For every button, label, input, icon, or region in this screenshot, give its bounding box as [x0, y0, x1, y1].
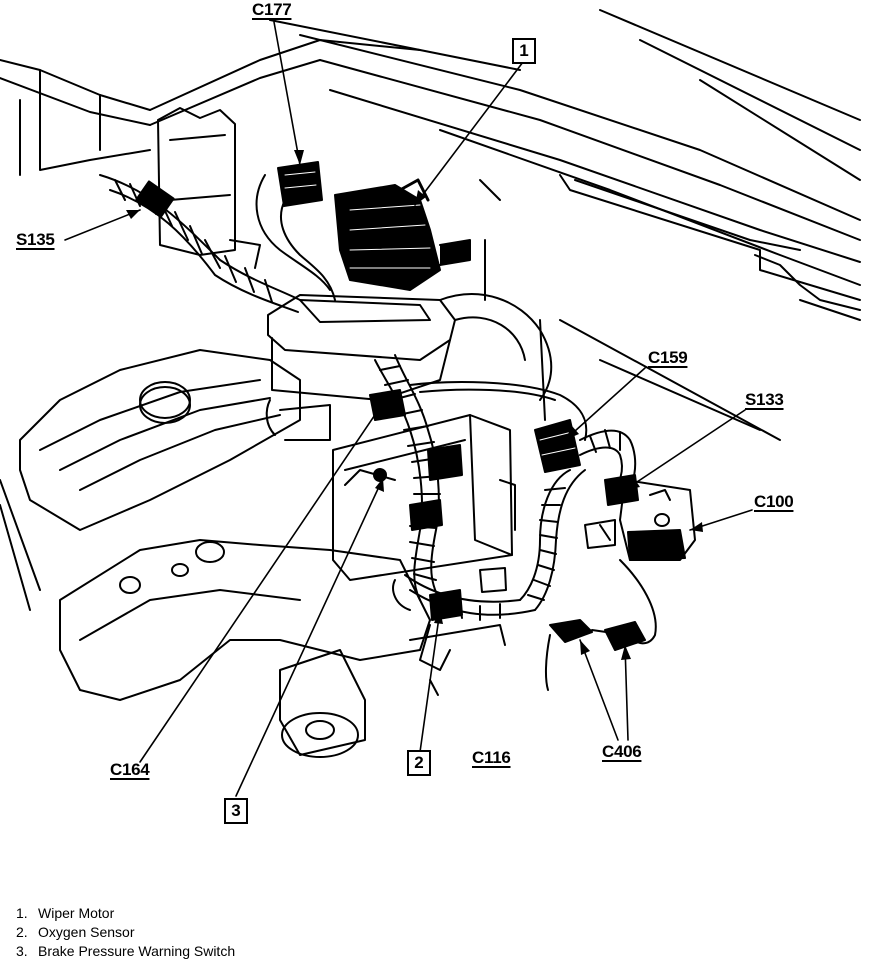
callout-box-3: 3 — [224, 798, 248, 824]
legend-number: 3. — [16, 943, 28, 959]
wiper-motor — [334, 178, 471, 291]
legend-text: Oxygen Sensor — [38, 924, 135, 940]
intake-manifold — [59, 399, 431, 701]
c177-connector — [277, 161, 323, 207]
canister — [279, 649, 366, 758]
legend-number: 1. — [16, 905, 28, 921]
callout-c406: C406 — [602, 742, 642, 761]
legend-item: 3. Brake Pressure Warning Switch — [16, 942, 235, 961]
harness-upper — [99, 174, 336, 313]
callout-c164: C164 — [110, 760, 150, 779]
callout-s133: S133 — [745, 390, 784, 409]
callout-c100: C100 — [754, 492, 794, 511]
legend-text: Brake Pressure Warning Switch — [38, 943, 236, 959]
callout-c116: C116 — [472, 748, 511, 767]
leader-lines — [64, 21, 753, 797]
control-module — [332, 414, 516, 581]
c100-connector — [619, 479, 696, 561]
valve-cover — [0, 349, 301, 611]
leader-arrowheads — [126, 150, 703, 660]
c406-connectors — [544, 559, 657, 691]
harness-middle — [369, 354, 463, 601]
callout-box-1: 1 — [512, 38, 536, 64]
callout-c159: C159 — [648, 348, 688, 367]
legend-item: 1. Wiper Motor — [16, 904, 235, 923]
legend-number: 2. — [16, 924, 28, 940]
brake-lines — [392, 381, 588, 696]
legend: 1. Wiper Motor 2. Oxygen Sensor 3. Brake… — [16, 904, 235, 961]
cowl-panel — [0, 9, 861, 441]
callout-c177: C177 — [252, 0, 292, 19]
legend-text: Wiper Motor — [38, 905, 115, 921]
legend-item: 2. Oxygen Sensor — [16, 923, 235, 942]
wiper-bracket — [157, 107, 236, 256]
callout-s135: S135 — [16, 230, 55, 249]
callout-box-2: 2 — [407, 750, 431, 776]
